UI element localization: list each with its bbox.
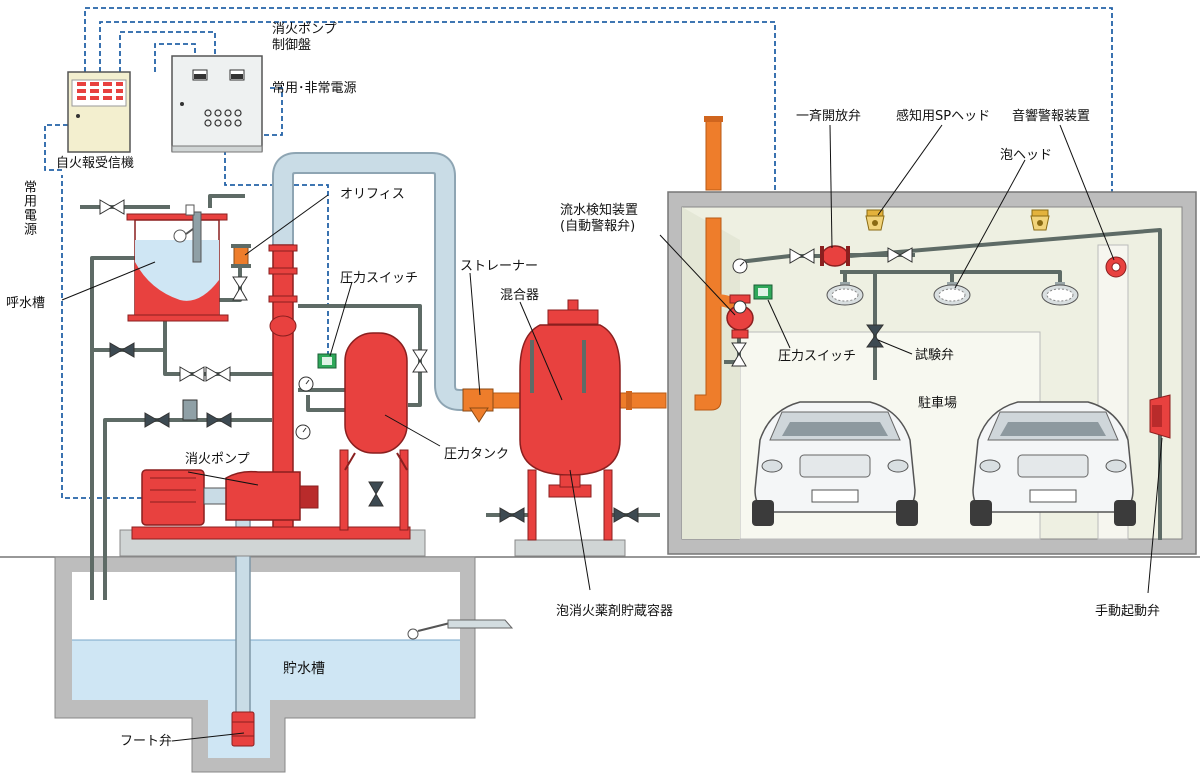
foam-heads <box>826 282 1079 306</box>
alarm-bell <box>1105 256 1127 278</box>
sp-heads <box>865 209 1050 231</box>
foam-tank-label: 泡消火薬剤貯蔵容器 <box>556 604 674 619</box>
manual-start-valve <box>1149 394 1171 439</box>
flow-detector <box>726 258 754 339</box>
pressure-switch-2-label: 圧力スイッチ <box>778 349 857 364</box>
manual-valve-label: 手動起動弁 <box>1095 604 1161 619</box>
flow-detector-label: 流水検知装置 (自動警報弁) <box>560 203 639 234</box>
pump-control-panel <box>171 55 263 153</box>
car-left <box>752 401 918 526</box>
power-supply-label: 常用･非常電源 <box>272 81 357 96</box>
pressure-switch-1 <box>317 353 337 369</box>
test-valve-label: 試験弁 <box>915 348 955 363</box>
control-panel-label: 消火ポンプ 制御盤 <box>272 22 337 53</box>
water-tank <box>54 556 514 773</box>
water-tank-label: 貯水槽 <box>283 661 325 677</box>
parking-label: 駐車場 <box>918 396 958 411</box>
pump-riser <box>268 244 314 531</box>
suction-pipe <box>231 484 255 747</box>
mixer-label: 混合器 <box>500 288 540 303</box>
deluge-valve <box>820 245 850 267</box>
car-right <box>970 401 1136 526</box>
orifice <box>231 244 251 268</box>
fire-alarm-receiver <box>67 71 131 153</box>
pressure-switch-2 <box>753 284 773 300</box>
pressure-switch-1-label: 圧力スイッチ <box>340 271 419 286</box>
foot-valve-label: フート弁 <box>120 734 173 749</box>
alarm-device-label: 音響警報装置 <box>1012 109 1091 124</box>
priming-tank-label: 呼水槽 <box>6 296 46 311</box>
signal-wiring <box>44 7 1113 499</box>
fire-pump-label: 消火ポンプ <box>185 452 250 467</box>
leader-lines <box>61 124 1163 742</box>
foam-tank <box>514 299 626 557</box>
priming-tank <box>126 204 229 322</box>
pressure-tank <box>344 332 408 471</box>
fire-pump <box>119 449 426 557</box>
sp-head-label: 感知用SPヘッド <box>896 109 991 124</box>
discharge-pipe <box>272 152 470 411</box>
regular-power-label: 常用電源 <box>21 180 36 236</box>
fire-alarm-receiver-label: 自火報受信機 <box>56 156 135 171</box>
strainer-label: ストレーナー <box>460 259 539 274</box>
orifice-label: オリフィス <box>340 187 405 202</box>
strainer <box>462 388 494 423</box>
foam-head-label: 泡ヘッド <box>1000 148 1053 163</box>
pressure-tank-label: 圧力タンク <box>444 447 510 462</box>
deluge-valve-label: 一斉開放弁 <box>796 109 862 124</box>
